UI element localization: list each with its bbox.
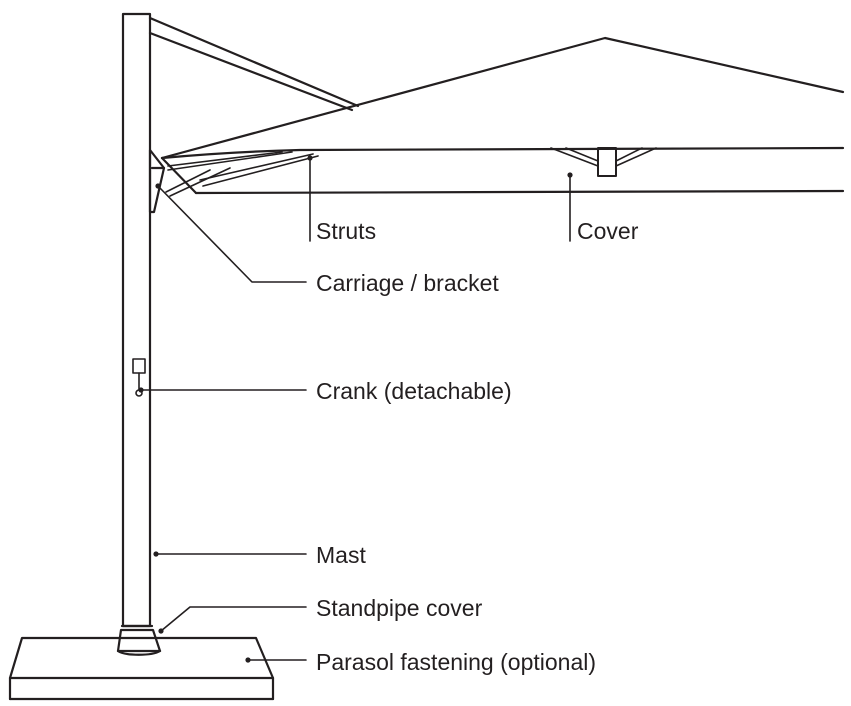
label-carriage-bracket: Carriage / bracket bbox=[316, 270, 499, 296]
crank bbox=[132, 358, 146, 397]
struts bbox=[165, 151, 319, 197]
standpipe-cover bbox=[116, 624, 162, 656]
canopy-hub bbox=[550, 147, 657, 177]
label-mast: Mast bbox=[316, 542, 366, 568]
base-plate bbox=[8, 636, 275, 701]
label-parasol-fastening: Parasol fastening (optional) bbox=[316, 649, 596, 675]
label-cover: Cover bbox=[577, 218, 639, 244]
support-arm bbox=[148, 16, 360, 112]
leader-dots bbox=[138, 155, 573, 663]
label-crank: Crank (detachable) bbox=[316, 378, 512, 404]
label-standpipe-cover: Standpipe cover bbox=[316, 595, 483, 621]
canopy-cover bbox=[160, 36, 845, 195]
mast bbox=[121, 12, 152, 628]
leader-lines bbox=[140, 157, 571, 661]
label-struts: Struts bbox=[316, 218, 376, 244]
